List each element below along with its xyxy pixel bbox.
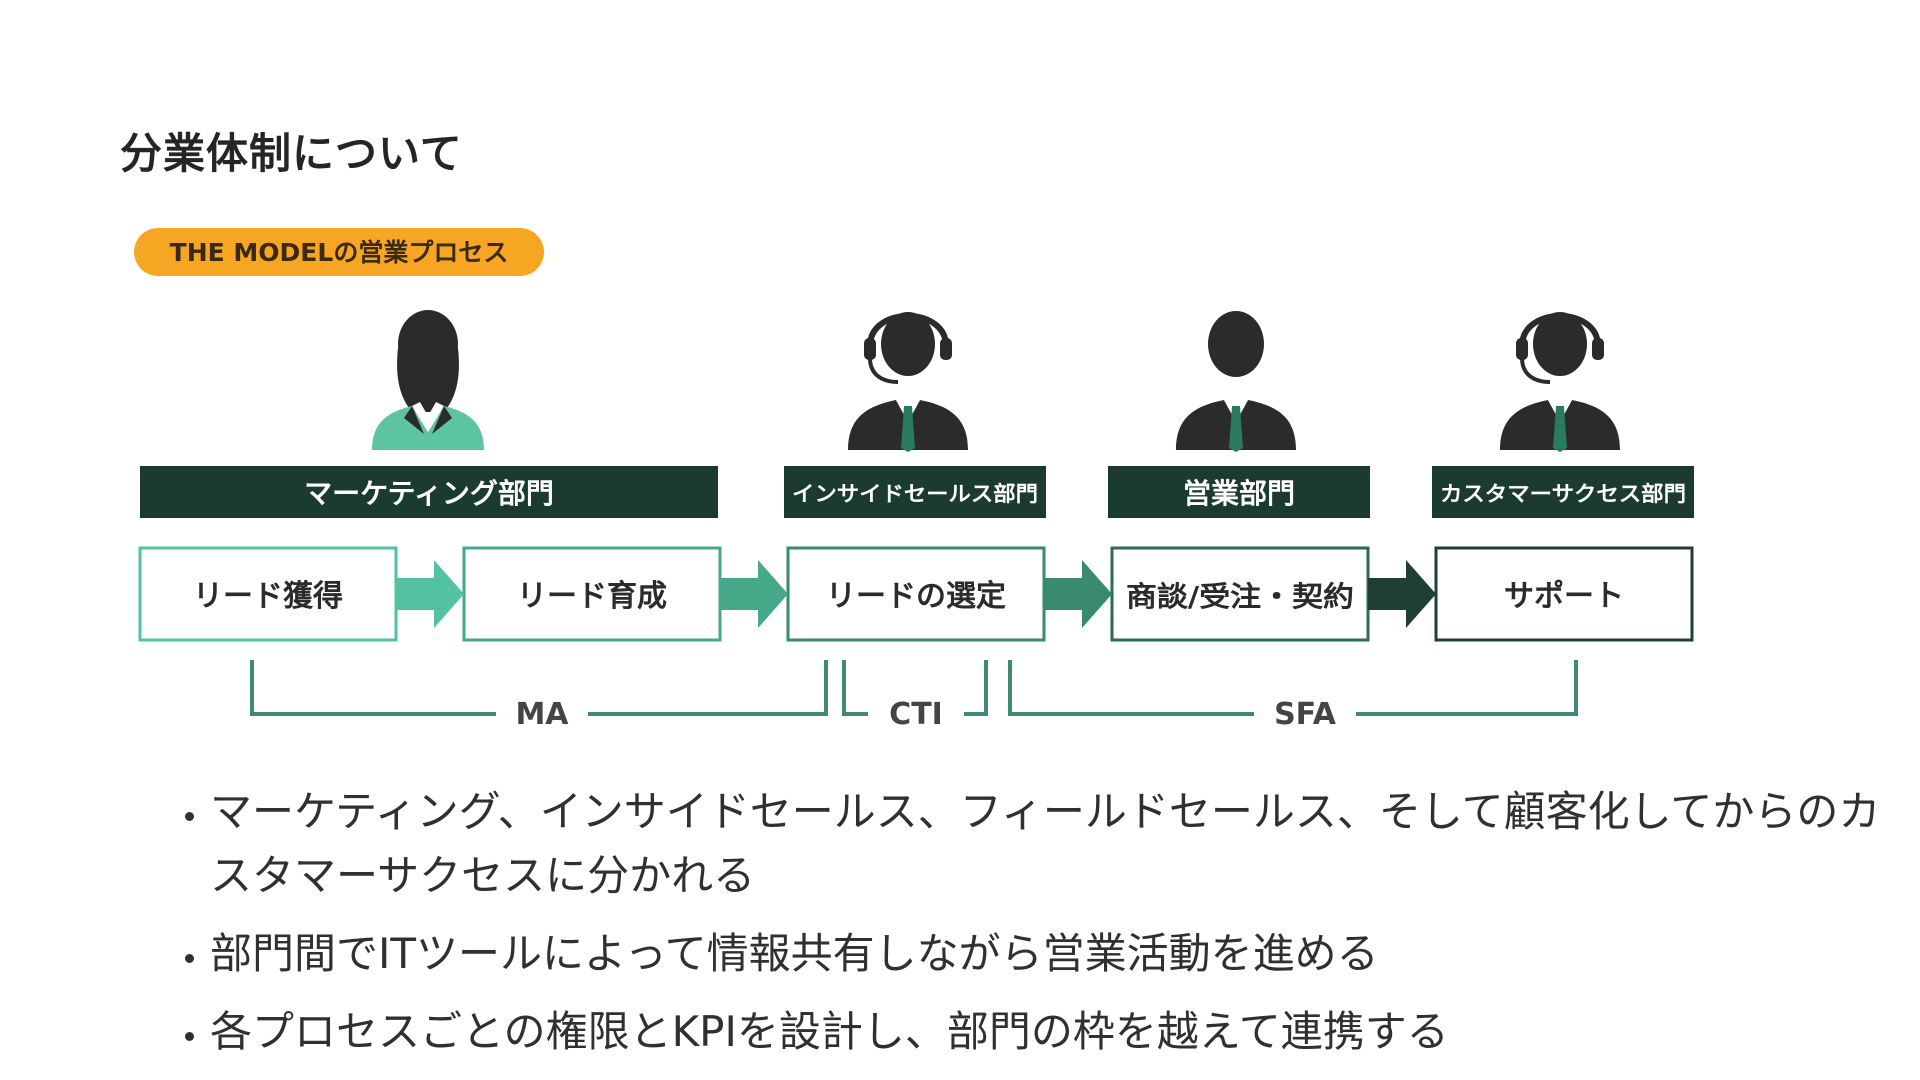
businessman-icon bbox=[1176, 311, 1296, 452]
tool-label: CTI bbox=[889, 697, 943, 732]
tool-label: MA bbox=[515, 697, 569, 732]
process-step-box bbox=[138, 546, 398, 642]
arrow-right-icon bbox=[396, 560, 464, 628]
bullet-item: マーケティング、インサイドセールス、フィールドセールス、そして顧客化してからのカ… bbox=[210, 780, 1890, 908]
process-step-label: リード育成 bbox=[517, 579, 667, 614]
department-bar-marketing bbox=[140, 466, 718, 518]
process-step-label: サポート bbox=[1504, 579, 1624, 614]
arrow-right-icon bbox=[1368, 560, 1436, 628]
tool-bracket-ma bbox=[250, 660, 828, 716]
process-step-box bbox=[462, 546, 722, 642]
female-operator-icon bbox=[372, 310, 484, 450]
arrow-right-icon bbox=[1044, 560, 1112, 628]
the-model-process-diagram: THE MODELの営業プロセス マーケティング部門 インサイドセールス部門 bbox=[134, 228, 1694, 732]
department-label: インサイドセールス部門 bbox=[792, 482, 1038, 506]
badge-label: THE MODELの営業プロセス bbox=[170, 238, 509, 267]
department-bar-inside-sales bbox=[784, 466, 1046, 518]
process-step-label: 商談/受注・契約 bbox=[1126, 580, 1354, 613]
badge-background bbox=[134, 228, 544, 276]
department-label: 営業部門 bbox=[1183, 477, 1295, 510]
headset-operator-icon bbox=[1500, 312, 1620, 452]
arrow-right-icon bbox=[720, 560, 788, 628]
bullet-item: 部門間でITツールによって情報共有しながら営業活動を進める bbox=[210, 922, 1890, 986]
department-label: カスタマーサクセス部門 bbox=[1440, 482, 1686, 506]
tool-label: SFA bbox=[1274, 697, 1337, 732]
section-title: 分業体制について bbox=[120, 129, 463, 178]
bullet-item: 各プロセスごとの権限とKPIを設計し、部門の枠を越えて連携する bbox=[210, 1000, 1890, 1064]
department-bar-sales bbox=[1108, 466, 1370, 518]
tool-bracket-cti bbox=[842, 660, 988, 716]
department-bar-customer-success bbox=[1432, 466, 1694, 518]
process-step-box bbox=[1434, 546, 1694, 642]
summary-bullet-list: マーケティング、インサイドセールス、フィールドセールス、そして顧客化してからのカ… bbox=[160, 780, 1890, 1078]
headset-operator-icon bbox=[848, 312, 968, 452]
process-step-label: リード獲得 bbox=[193, 579, 343, 614]
department-label: マーケティング部門 bbox=[304, 477, 554, 510]
tool-bracket-sfa bbox=[1008, 660, 1578, 716]
process-step-label: リードの選定 bbox=[826, 579, 1006, 614]
